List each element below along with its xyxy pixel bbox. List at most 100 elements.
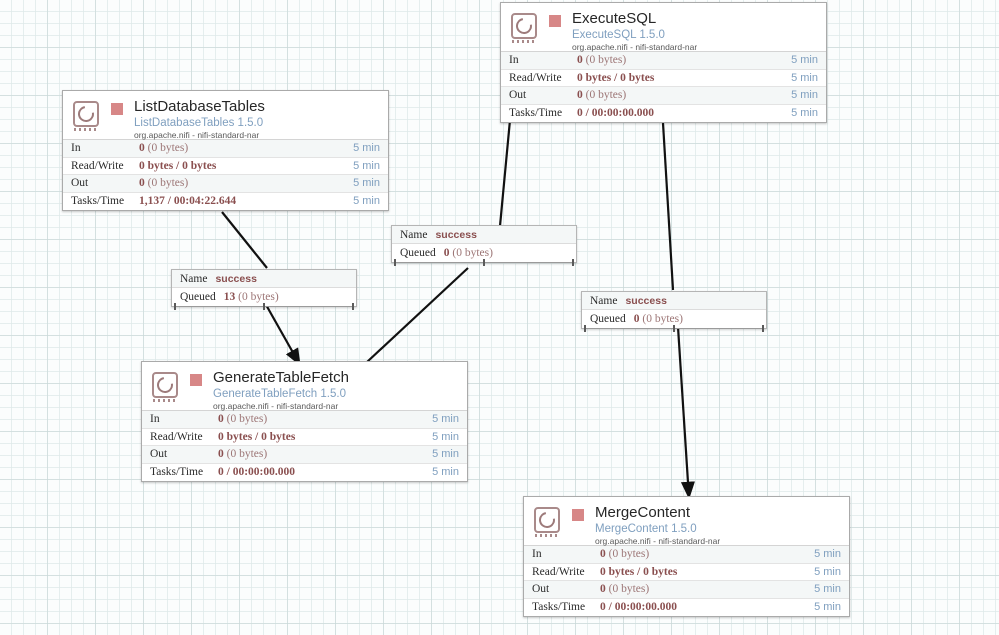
stat-label: In [532,548,542,561]
connection-queued-value: 0 (0 bytes) [443,247,493,259]
processor-bundle: org.apache.nifi - nifi-standard-nar [134,129,260,140]
stat-timeframe: 5 min [432,413,459,426]
status-indicator-stopped [572,509,584,521]
connection-handle-start[interactable] [394,259,396,266]
connection-handle-start[interactable] [174,303,176,310]
connection-queued-value: 0 (0 bytes) [633,313,683,325]
connection-handle-start[interactable] [584,325,586,332]
edge-list-to-generate-lower[interactable] [264,302,301,367]
stat-value: 1,137 / 00:04:22.644 [139,195,237,208]
stat-timeframe: 5 min [353,142,380,155]
stat-label: Read/Write [150,430,203,443]
stat-value: 0 / 00:00:00.000 [577,107,654,120]
stat-timeframe: 5 min [791,71,818,84]
stat-row: Out 0 (0 bytes) 5 min [524,581,849,599]
processor-bundle: org.apache.nifi - nifi-standard-nar [572,41,698,52]
stat-row: Out 0 (0 bytes) 5 min [63,175,388,193]
stat-timeframe: 5 min [814,601,841,614]
connection-handle-mid[interactable] [263,303,265,310]
connection-relationship: success [625,294,667,307]
stat-label: Out [150,448,168,461]
processor-bundle: org.apache.nifi - nifi-standard-nar [595,535,721,546]
processor-name: ExecuteSQL [572,11,657,27]
processor-type[interactable]: MergeContent 1.5.0 [595,522,697,535]
connection-drag-handles[interactable] [584,325,764,332]
stat-timeframe: 5 min [353,177,380,190]
processor-icon [150,371,180,402]
stat-value: 0 (0 bytes) [218,448,268,461]
edge-generate-to-executesql-lower[interactable] [366,267,469,363]
processor-name: GenerateTableFetch [213,370,349,386]
chip-outline-icon [73,101,99,127]
edge-executesql-to-merge-lower[interactable] [676,326,695,500]
stat-value: 0 bytes / 0 bytes [577,71,655,84]
edge-executesql-to-merge-upper[interactable] [661,122,675,291]
connection-name-label: Name [590,294,618,307]
chip-legs-icon [535,534,559,537]
stat-value: 0 (0 bytes) [577,54,627,67]
connection-handle-mid[interactable] [673,325,675,332]
processor-icon [532,506,562,537]
connection-relationship: success [435,228,477,241]
connection-handle-end[interactable] [572,259,574,266]
stat-value: 0 (0 bytes) [600,548,650,561]
stat-timeframe: 5 min [814,565,841,578]
stat-timeframe: 5 min [814,583,841,596]
stat-label: Tasks/Time [509,107,563,120]
connection-name-label: Name [180,272,208,285]
connection-drag-handles[interactable] [394,259,574,266]
chip-legs-icon [512,40,536,43]
connection-handle-end[interactable] [352,303,354,310]
stat-value: 0 / 00:00:00.000 [600,601,677,614]
edge-list-to-generate-upper[interactable] [221,211,268,269]
stat-label: In [509,54,519,67]
edge-generate-to-executesql-upper[interactable] [498,119,512,227]
processor-type[interactable]: ExecuteSQL 1.5.0 [572,28,665,41]
stat-label: Out [509,89,527,102]
stat-label: Out [71,177,89,190]
stat-label: Read/Write [71,159,124,172]
processor-type[interactable]: ListDatabaseTables 1.5.0 [134,116,264,129]
connection-handle-mid[interactable] [483,259,485,266]
connection-queued-label: Queued [180,291,216,303]
chip-outline-icon [511,13,537,39]
stat-value: 0 (0 bytes) [139,177,189,190]
stat-value: 0 bytes / 0 bytes [600,565,678,578]
stat-value: 0 (0 bytes) [600,583,650,596]
stat-timeframe: 5 min [791,89,818,102]
stat-value: 0 bytes / 0 bytes [139,159,217,172]
status-indicator-stopped [111,103,123,115]
stat-value: 0 (0 bytes) [218,413,268,426]
stat-value: 0 bytes / 0 bytes [218,430,296,443]
processor-name: ListDatabaseTables [134,99,265,115]
connection-drag-handles[interactable] [174,303,354,310]
stat-label: Out [532,583,550,596]
processor-type[interactable]: GenerateTableFetch 1.5.0 [213,387,346,400]
connection-handle-end[interactable] [762,325,764,332]
stat-value: 0 / 00:00:00.000 [218,466,295,479]
